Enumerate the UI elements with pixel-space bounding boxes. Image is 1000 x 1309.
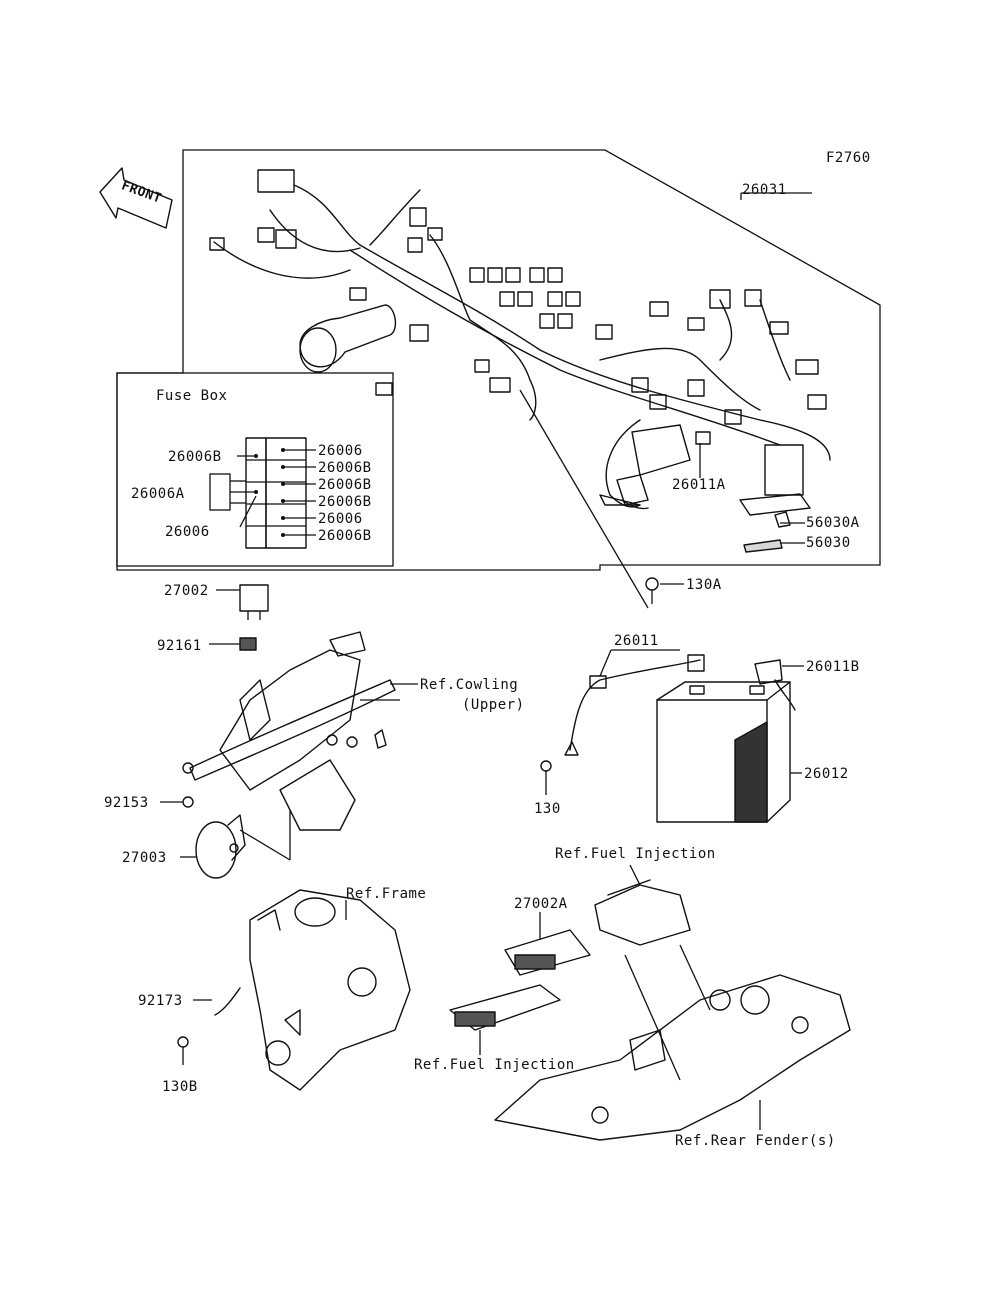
rear-fender-drawing [494,944,851,1141]
battery-harness-26011 [564,654,705,756]
nut-92153 [182,796,194,808]
clamp-92173 [214,987,241,1016]
label-26011a: 26011A [672,477,726,493]
label-27002a: 27002A [514,896,568,912]
ref-cowling-line1: Ref.Cowling [420,677,518,693]
ref-fuel-injection-top: Ref.Fuel Injection [555,846,716,862]
fuse-label-26006a-left: 26006A [131,486,185,502]
label-92153: 92153 [104,795,149,811]
cowling-stay-drawing [182,631,400,831]
ref-rear-fender: Ref.Rear Fender(s) [675,1133,836,1149]
fuse-label-right-2: 26006B [318,460,372,476]
label-27003: 27003 [122,850,167,866]
front-label: FRONT [119,178,163,206]
main-harness-drawing [209,169,831,553]
label-56030a: 56030A [806,515,860,531]
ref-frame: Ref.Frame [346,886,426,902]
fuse-box-frame [116,372,394,567]
leader-harness-to-battery [519,389,649,609]
label-26012: 26012 [804,766,849,782]
fuse-label-right-4: 26006B [318,494,372,510]
terminal-cap-26011b [754,659,796,711]
ref-cowling-line2: (Upper) [462,697,525,713]
horn-27003 [195,814,246,879]
label-92161: 92161 [157,638,202,654]
fuse-label-right-1: 26006 [318,443,363,459]
bolt-130 [540,760,552,795]
battery-26012 [656,681,791,823]
label-26011b: 26011B [806,659,860,675]
bolt-130a [645,577,659,604]
front-arrow-icon: FRONT [99,167,173,229]
fuse-label-right-6: 26006B [318,528,372,544]
fuse-label-right-3: 26006B [318,477,372,493]
label-92173: 92173 [138,993,183,1009]
fuse-box-title: Fuse Box [156,388,227,404]
label-26031: 26031 [742,182,787,198]
fuel-injection-module [449,984,561,1031]
fuse-box-leaders [209,449,316,536]
fuse-label-26006-left: 26006 [165,524,210,540]
label-26011: 26011 [614,633,659,649]
fuel-injection-bracket [594,879,691,946]
harness-outline [116,149,881,571]
relay-27002 [239,584,269,620]
fuse-label-26006b-left: 26006B [168,449,222,465]
label-27002: 27002 [164,583,209,599]
ecu-27002a [504,929,591,976]
ref-fuel-injection-bottom: Ref.Fuel Injection [414,1057,575,1073]
grommet-92161 [239,637,257,651]
frame-drawing [249,889,411,1091]
label-130: 130 [534,801,561,817]
bolt-130b [177,1036,189,1065]
label-130a: 130A [686,577,722,593]
label-130b: 130B [162,1079,198,1095]
fuse-label-right-5: 26006 [318,511,363,527]
label-56030: 56030 [806,535,851,551]
fuse-box [245,437,307,549]
figure-code: F2760 [826,150,871,166]
